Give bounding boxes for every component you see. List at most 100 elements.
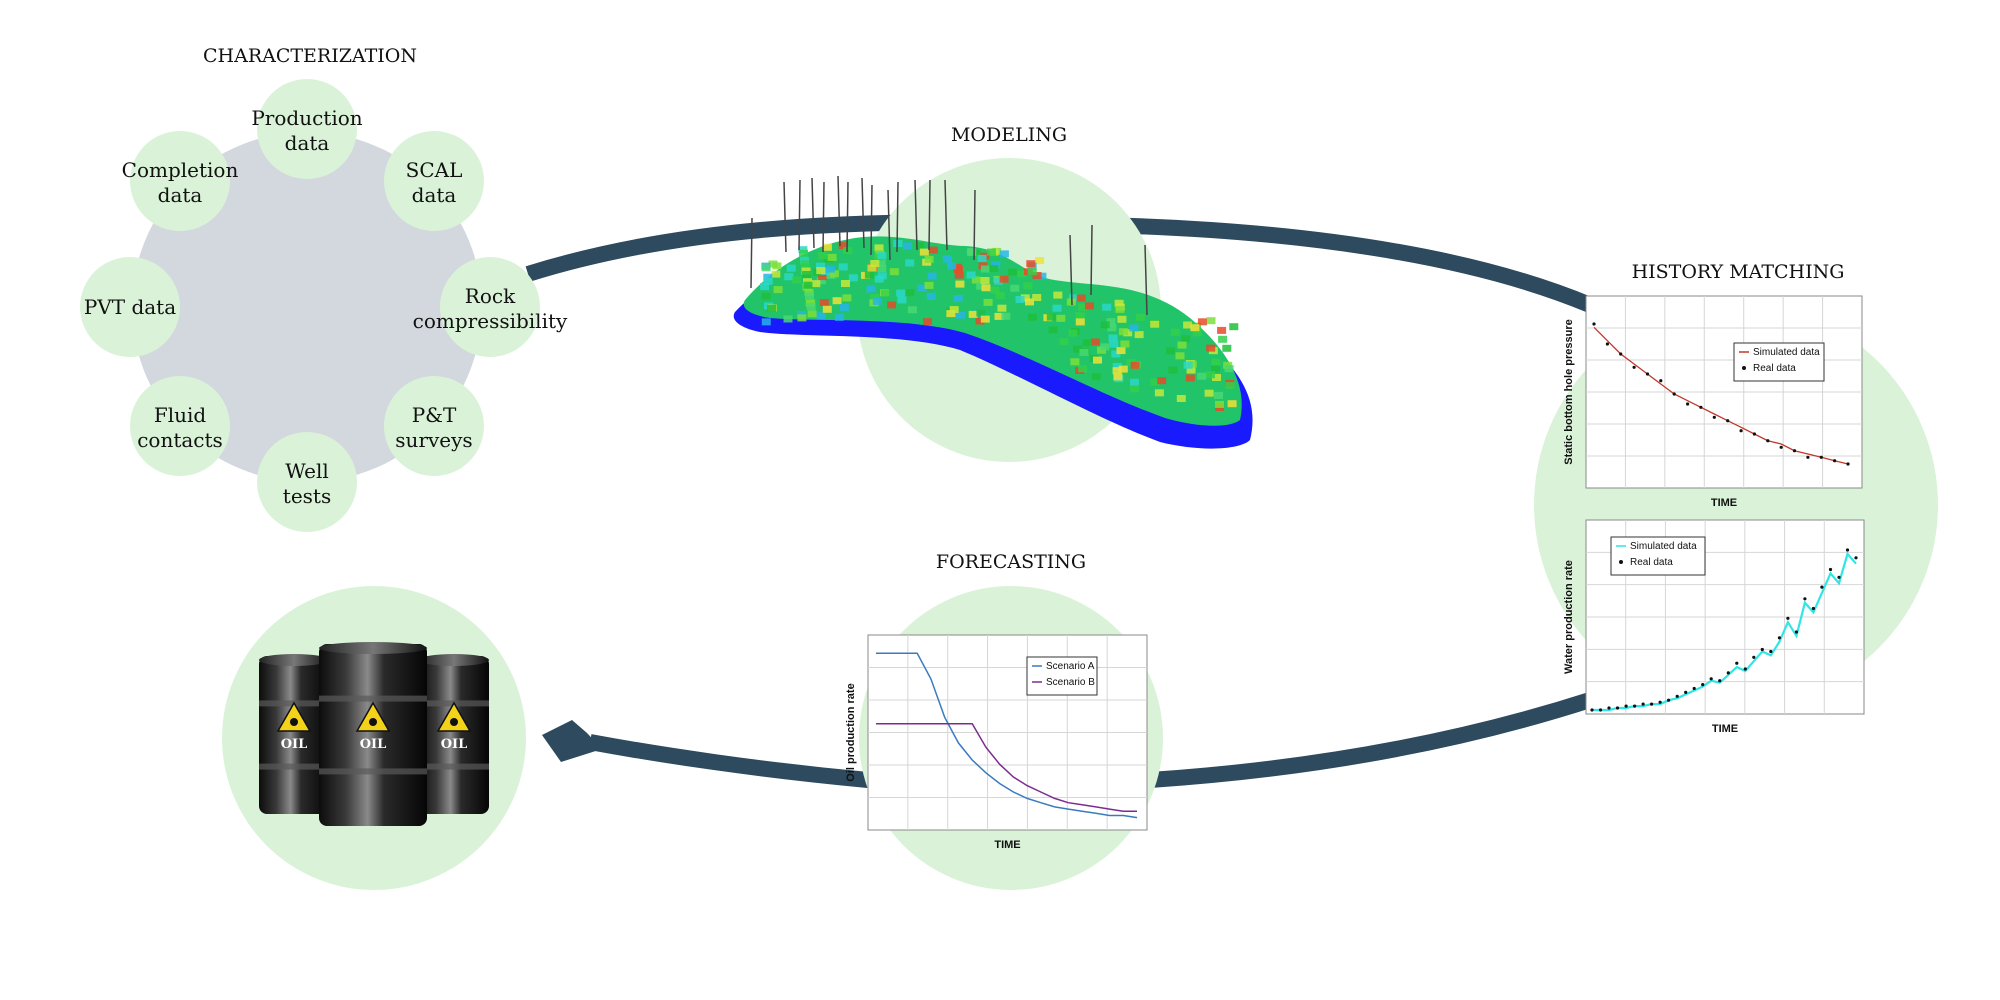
node-label-line1: Production xyxy=(251,106,362,130)
model-cell xyxy=(786,264,796,272)
barrel-label: OIL xyxy=(281,737,308,752)
model-cell xyxy=(1157,377,1167,385)
model-cell xyxy=(874,244,884,252)
model-cell xyxy=(1075,312,1085,320)
model-cell xyxy=(1078,303,1088,311)
oil-barrel-icon: OIL xyxy=(419,654,489,814)
series-point xyxy=(1743,667,1747,671)
series-point xyxy=(1828,567,1833,572)
model-cell xyxy=(872,297,882,305)
model-cell xyxy=(818,252,828,260)
barrel-lid xyxy=(419,654,489,666)
model-cell xyxy=(1190,324,1200,332)
barrel-lid xyxy=(319,642,427,654)
model-cell xyxy=(811,280,821,288)
y-axis-label: Water production rate xyxy=(1563,560,1575,674)
model-cell xyxy=(999,250,1009,258)
model-cell xyxy=(839,304,849,311)
model-cell xyxy=(1229,323,1239,331)
model-cell xyxy=(1082,339,1092,347)
series-point xyxy=(1820,585,1824,589)
model-cell xyxy=(1106,318,1116,326)
barrel-ring xyxy=(259,763,329,770)
node-circle xyxy=(384,376,484,476)
model-cell xyxy=(907,306,917,314)
model-cell xyxy=(805,292,814,300)
well-line xyxy=(798,179,801,251)
series-line xyxy=(1593,326,1849,465)
model-cell xyxy=(1084,302,1094,310)
model-cell xyxy=(1185,374,1195,382)
series-point xyxy=(1667,698,1671,702)
model-cell xyxy=(1177,341,1187,349)
modeling-section: MODELING xyxy=(733,124,1253,462)
well-line xyxy=(896,181,899,253)
model-cell xyxy=(1107,324,1117,332)
x-axis-label: TIME xyxy=(1711,497,1737,509)
series-point xyxy=(1672,392,1676,396)
series-point xyxy=(1845,548,1850,552)
model-cell xyxy=(956,311,965,319)
model-cell xyxy=(1166,347,1175,355)
model-cell xyxy=(1114,299,1124,307)
model-cell xyxy=(877,272,887,280)
node-label-line1: PVT data xyxy=(84,295,176,319)
series-point xyxy=(1619,352,1623,356)
model-cell xyxy=(1118,328,1128,336)
model-cell xyxy=(953,266,963,273)
model-cell xyxy=(1008,268,1017,276)
well-line xyxy=(861,177,865,249)
model-cell xyxy=(819,299,829,307)
model-cell xyxy=(905,259,915,267)
model-cell xyxy=(800,256,809,264)
model-cell xyxy=(761,292,771,300)
model-cell xyxy=(919,248,929,256)
model-cell xyxy=(1037,272,1047,280)
well-line xyxy=(822,181,825,253)
model-cell xyxy=(1204,389,1214,397)
model-cell xyxy=(999,275,1009,283)
model-cell xyxy=(994,312,1004,320)
legend-label: Scenario B xyxy=(1046,677,1095,688)
model-cell xyxy=(976,309,986,317)
model-cell xyxy=(1102,303,1112,311)
model-cell xyxy=(842,294,852,302)
model-cell xyxy=(977,254,987,262)
model-cell xyxy=(980,315,990,323)
model-cell xyxy=(783,315,793,323)
model-cell xyxy=(1023,282,1033,290)
oil-barrel-icon: OIL xyxy=(319,642,427,826)
model-cell xyxy=(771,270,781,278)
model-cell xyxy=(1100,321,1110,329)
model-cell xyxy=(816,267,826,275)
model-cell xyxy=(976,282,986,290)
model-cell xyxy=(917,284,927,292)
reservoir-model-image xyxy=(733,175,1253,449)
model-cell xyxy=(848,274,858,282)
barrel-lid xyxy=(259,654,329,666)
legend-label: Real data xyxy=(1753,363,1796,374)
series-point xyxy=(1624,704,1628,708)
y-axis-label: Oil production rate xyxy=(845,683,857,781)
model-cell xyxy=(1170,328,1180,336)
series-point xyxy=(1752,432,1756,436)
well-line xyxy=(887,189,891,261)
model-cell xyxy=(792,276,802,284)
series-point xyxy=(1777,636,1781,640)
model-cell xyxy=(924,255,934,263)
model-cell xyxy=(1070,358,1080,366)
model-cell xyxy=(1117,315,1127,323)
well-line xyxy=(870,184,873,256)
model-cell xyxy=(1206,317,1216,325)
oil-barrel-icon: OIL xyxy=(259,654,329,814)
model-cell xyxy=(1093,356,1102,364)
model-cell xyxy=(821,268,831,275)
series-point xyxy=(1806,455,1810,459)
model-cell xyxy=(923,318,932,326)
model-cell xyxy=(1059,338,1069,346)
series-point xyxy=(1701,683,1705,687)
node-label-line2: compressibility xyxy=(413,309,568,333)
model-cell xyxy=(1154,389,1164,397)
